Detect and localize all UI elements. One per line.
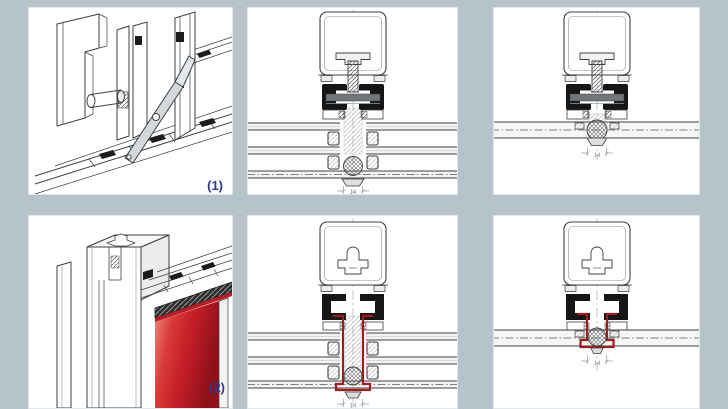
- vent-frame: [561, 221, 633, 293]
- iso-left-jamb-profile: [56, 13, 108, 127]
- drawing-section-single-red-channel: 14: [494, 218, 699, 371]
- dimension-value: 14: [349, 403, 357, 409]
- foam-gasket: [586, 119, 608, 141]
- iso-left-sheet: [56, 261, 72, 408]
- dimension-value: 14: [593, 152, 601, 159]
- panel-section-single-red-channel: 14: [493, 215, 700, 409]
- vent-frame: [317, 11, 389, 93]
- drawing-iso-red-glass: [56, 233, 232, 408]
- panel-section-triple-red-channel: 14: [247, 215, 458, 409]
- dim-extension-lines: [587, 353, 607, 357]
- drawing-iso-vent-corner: [34, 11, 232, 194]
- dim-extension-lines: [587, 145, 607, 149]
- glass-white-edge-face: [218, 297, 229, 408]
- bottom-gasket: [344, 391, 362, 399]
- red-fire-channel: [333, 314, 373, 392]
- glass-edge-red-line: [155, 292, 232, 322]
- iso-vent-profile: [116, 21, 148, 141]
- iso-stay-arm: [124, 55, 196, 164]
- foam-gasket: [587, 327, 607, 347]
- dimension-value: 14: [593, 360, 601, 367]
- drawing-section-triple-red-channel: 14: [248, 218, 457, 409]
- insulating-core: [343, 107, 363, 155]
- foam-gasket: [343, 156, 363, 176]
- foam-gasket: [343, 366, 363, 386]
- iso-ladder-transom: [140, 245, 232, 299]
- red-fire-channel: [577, 312, 617, 349]
- vent-frame: [317, 221, 389, 293]
- bottom-gasket: [341, 178, 365, 187]
- bottom-gasket: [590, 347, 604, 354]
- panel-iso-vent-corner: (1): [28, 7, 233, 195]
- glass-edge-hatched-band: [154, 281, 232, 319]
- vent-frame: [561, 11, 633, 93]
- insulating-core: [344, 315, 362, 369]
- iso-mullion-tube: [86, 233, 170, 408]
- panel-label-2: (2): [209, 380, 225, 395]
- panel-section-single-glazing: 14: [493, 7, 700, 195]
- panel-iso-red-glass: (2): [28, 215, 233, 409]
- drawing-section-triple-glazing: 14: [248, 10, 457, 194]
- iso-espagnolette-pin: [86, 89, 125, 108]
- drawing-section-single-glazing: 14: [494, 10, 699, 160]
- panel-label-1: (1): [207, 178, 223, 193]
- red-glass-panel: [155, 301, 219, 408]
- panel-section-triple-glazing: 14: [247, 7, 458, 195]
- bottom-gasket: [586, 137, 608, 146]
- dimension-value: 14: [349, 189, 357, 194]
